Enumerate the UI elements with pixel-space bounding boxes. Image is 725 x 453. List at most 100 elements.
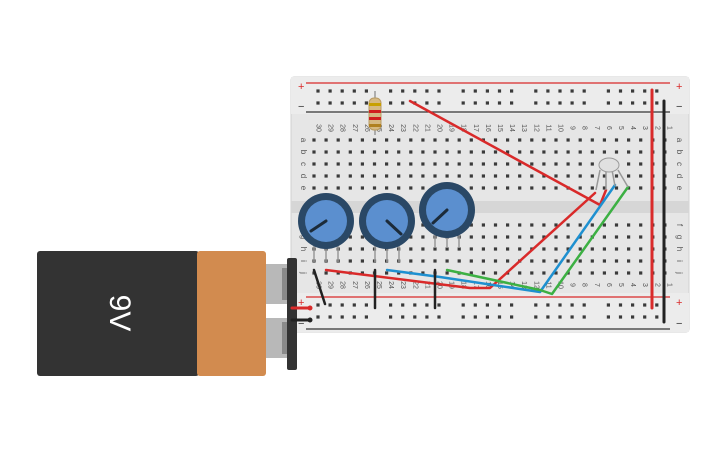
breadboard-hole[interactable] (324, 138, 328, 142)
breadboard-hole[interactable] (493, 223, 498, 227)
breadboard-hole[interactable] (639, 138, 643, 142)
breadboard-hole[interactable] (421, 247, 425, 251)
breadboard-hole[interactable] (546, 315, 550, 319)
breadboard-hole[interactable] (534, 303, 538, 307)
breadboard-hole[interactable] (530, 162, 534, 166)
breadboard-hole[interactable] (409, 162, 413, 166)
breadboard-hole[interactable] (445, 150, 449, 154)
breadboard-hole[interactable] (360, 271, 364, 275)
breadboard-hole[interactable] (639, 174, 643, 178)
breadboard-hole[interactable] (336, 174, 340, 178)
breadboard-hole[interactable] (445, 162, 449, 166)
breadboard-hole[interactable] (566, 235, 570, 239)
breadboard-hole[interactable] (461, 89, 465, 93)
breadboard-hole[interactable] (324, 174, 328, 178)
breadboard-hole[interactable] (590, 223, 594, 227)
breadboard-hole[interactable] (312, 138, 316, 142)
breadboard-hole[interactable] (639, 259, 643, 263)
breadboard-hole[interactable] (481, 174, 485, 178)
breadboard-hole[interactable] (457, 150, 461, 154)
breadboard-hole[interactable] (578, 174, 582, 178)
breadboard-hole[interactable] (469, 259, 473, 263)
breadboard-hole[interactable] (546, 89, 550, 93)
breadboard-hole[interactable] (602, 186, 606, 190)
breadboard-hole[interactable] (497, 303, 502, 307)
breadboard-hole[interactable] (324, 150, 328, 154)
breadboard-hole[interactable] (578, 150, 582, 154)
breadboard-hole[interactable] (324, 162, 328, 166)
breadboard-hole[interactable] (602, 174, 606, 178)
breadboard-hole[interactable] (397, 162, 401, 166)
breadboard-hole[interactable] (506, 259, 510, 263)
breadboard-hole[interactable] (336, 186, 340, 190)
breadboard-hole[interactable] (348, 247, 352, 251)
breadboard-hole[interactable] (316, 315, 320, 319)
breadboard-hole[interactable] (385, 150, 389, 154)
breadboard-hole[interactable] (510, 101, 514, 105)
breadboard-hole[interactable] (506, 235, 510, 239)
breadboard-hole[interactable] (627, 150, 631, 154)
breadboard-hole[interactable] (631, 303, 635, 307)
breadboard-hole[interactable] (324, 271, 328, 275)
breadboard-hole[interactable] (554, 271, 558, 275)
breadboard-hole[interactable] (493, 235, 498, 239)
breadboard-hole[interactable] (473, 101, 477, 105)
breadboard-hole[interactable] (566, 162, 570, 166)
breadboard-hole[interactable] (655, 101, 659, 105)
breadboard-hole[interactable] (590, 271, 594, 275)
breadboard-hole[interactable] (627, 235, 631, 239)
breadboard-hole[interactable] (469, 186, 473, 190)
breadboard-hole[interactable] (401, 101, 405, 105)
breadboard-hole[interactable] (445, 138, 449, 142)
breadboard-hole[interactable] (614, 174, 619, 178)
breadboard-hole[interactable] (425, 89, 429, 93)
breadboard-hole[interactable] (554, 235, 558, 239)
breadboard-hole[interactable] (655, 303, 659, 307)
breadboard-hole[interactable] (493, 259, 498, 263)
breadboard-hole[interactable] (421, 150, 425, 154)
breadboard-hole[interactable] (445, 174, 449, 178)
breadboard-hole[interactable] (372, 150, 377, 154)
breadboard-hole[interactable] (542, 259, 546, 263)
breadboard-hole[interactable] (360, 247, 364, 251)
breadboard-hole[interactable] (493, 186, 498, 190)
breadboard-hole[interactable] (602, 150, 606, 154)
breadboard-hole[interactable] (348, 259, 352, 263)
breadboard-hole[interactable] (643, 89, 647, 93)
breadboard-hole[interactable] (566, 259, 570, 263)
breadboard-hole[interactable] (328, 303, 332, 307)
blue-wire-pot-led[interactable] (385, 183, 617, 294)
breadboard-hole[interactable] (606, 101, 610, 105)
breadboard-hole[interactable] (481, 247, 485, 251)
breadboard-hole[interactable] (554, 138, 558, 142)
breadboard-hole[interactable] (639, 223, 643, 227)
breadboard-hole[interactable] (578, 186, 582, 190)
breadboard-hole[interactable] (481, 223, 485, 227)
breadboard-hole[interactable] (457, 162, 461, 166)
breadboard-hole[interactable] (618, 101, 623, 105)
breadboard-hole[interactable] (518, 223, 522, 227)
breadboard-hole[interactable] (518, 235, 522, 239)
breadboard-hole[interactable] (530, 174, 534, 178)
breadboard-hole[interactable] (397, 174, 401, 178)
breadboard-hole[interactable] (360, 162, 364, 166)
breadboard-hole[interactable] (627, 138, 631, 142)
breadboard-hole[interactable] (425, 303, 429, 307)
breadboard-hole[interactable] (364, 315, 368, 319)
breadboard-hole[interactable] (316, 303, 320, 307)
breadboard-hole[interactable] (481, 235, 485, 239)
breadboard-hole[interactable] (510, 89, 514, 93)
breadboard-hole[interactable] (566, 174, 570, 178)
breadboard-hole[interactable] (352, 101, 356, 105)
breadboard-hole[interactable] (409, 235, 413, 239)
breadboard-hole[interactable] (530, 259, 534, 263)
breadboard-hole[interactable] (578, 223, 582, 227)
breadboard-hole[interactable] (433, 162, 437, 166)
breadboard-hole[interactable] (360, 150, 364, 154)
breadboard-hole[interactable] (473, 303, 477, 307)
breadboard-hole[interactable] (566, 223, 570, 227)
breadboard-hole[interactable] (437, 89, 441, 93)
breadboard-hole[interactable] (469, 247, 473, 251)
breadboard-hole[interactable] (469, 235, 473, 239)
breadboard-hole[interactable] (481, 150, 485, 154)
